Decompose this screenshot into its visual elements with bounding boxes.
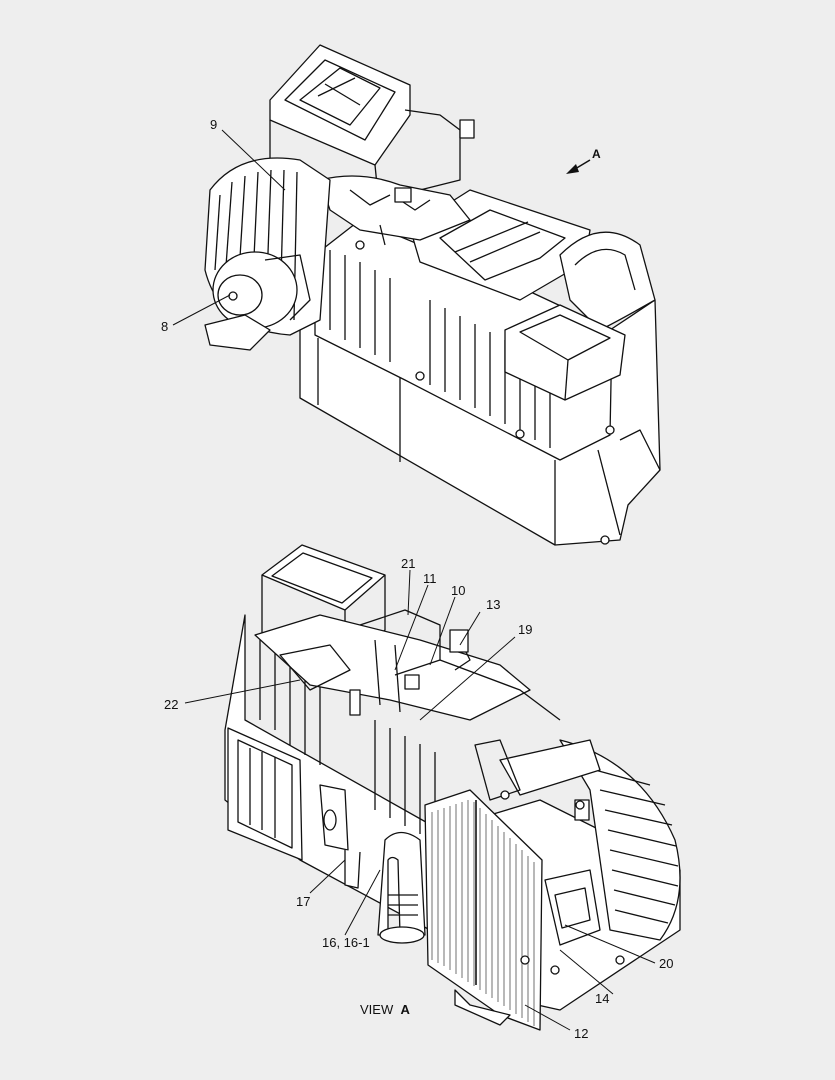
callout-17: 17	[296, 894, 311, 909]
callout-13: 13	[486, 597, 501, 612]
view-caption-letter: A	[400, 1002, 410, 1017]
view-caption-prefix: VIEW	[360, 1002, 394, 1017]
callout-22: 22	[164, 697, 179, 712]
callout-20: 20	[659, 956, 674, 971]
view-arrow-letter: A	[592, 147, 601, 161]
callout-19: 19	[518, 622, 533, 637]
callout-9: 9	[210, 117, 218, 132]
callout-8: 8	[161, 319, 169, 334]
top-hvac-module	[204, 44, 661, 546]
bottom-hvac-module-view-a	[224, 544, 681, 1031]
callout-14: 14	[595, 991, 610, 1006]
callout-12: 12	[574, 1026, 589, 1041]
callout-10: 10	[451, 583, 466, 598]
callout-16: 16, 16-1	[322, 935, 370, 950]
view-caption: VIEW A	[360, 1002, 410, 1017]
callout-11: 11	[423, 571, 437, 586]
callout-21: 21	[401, 556, 416, 571]
